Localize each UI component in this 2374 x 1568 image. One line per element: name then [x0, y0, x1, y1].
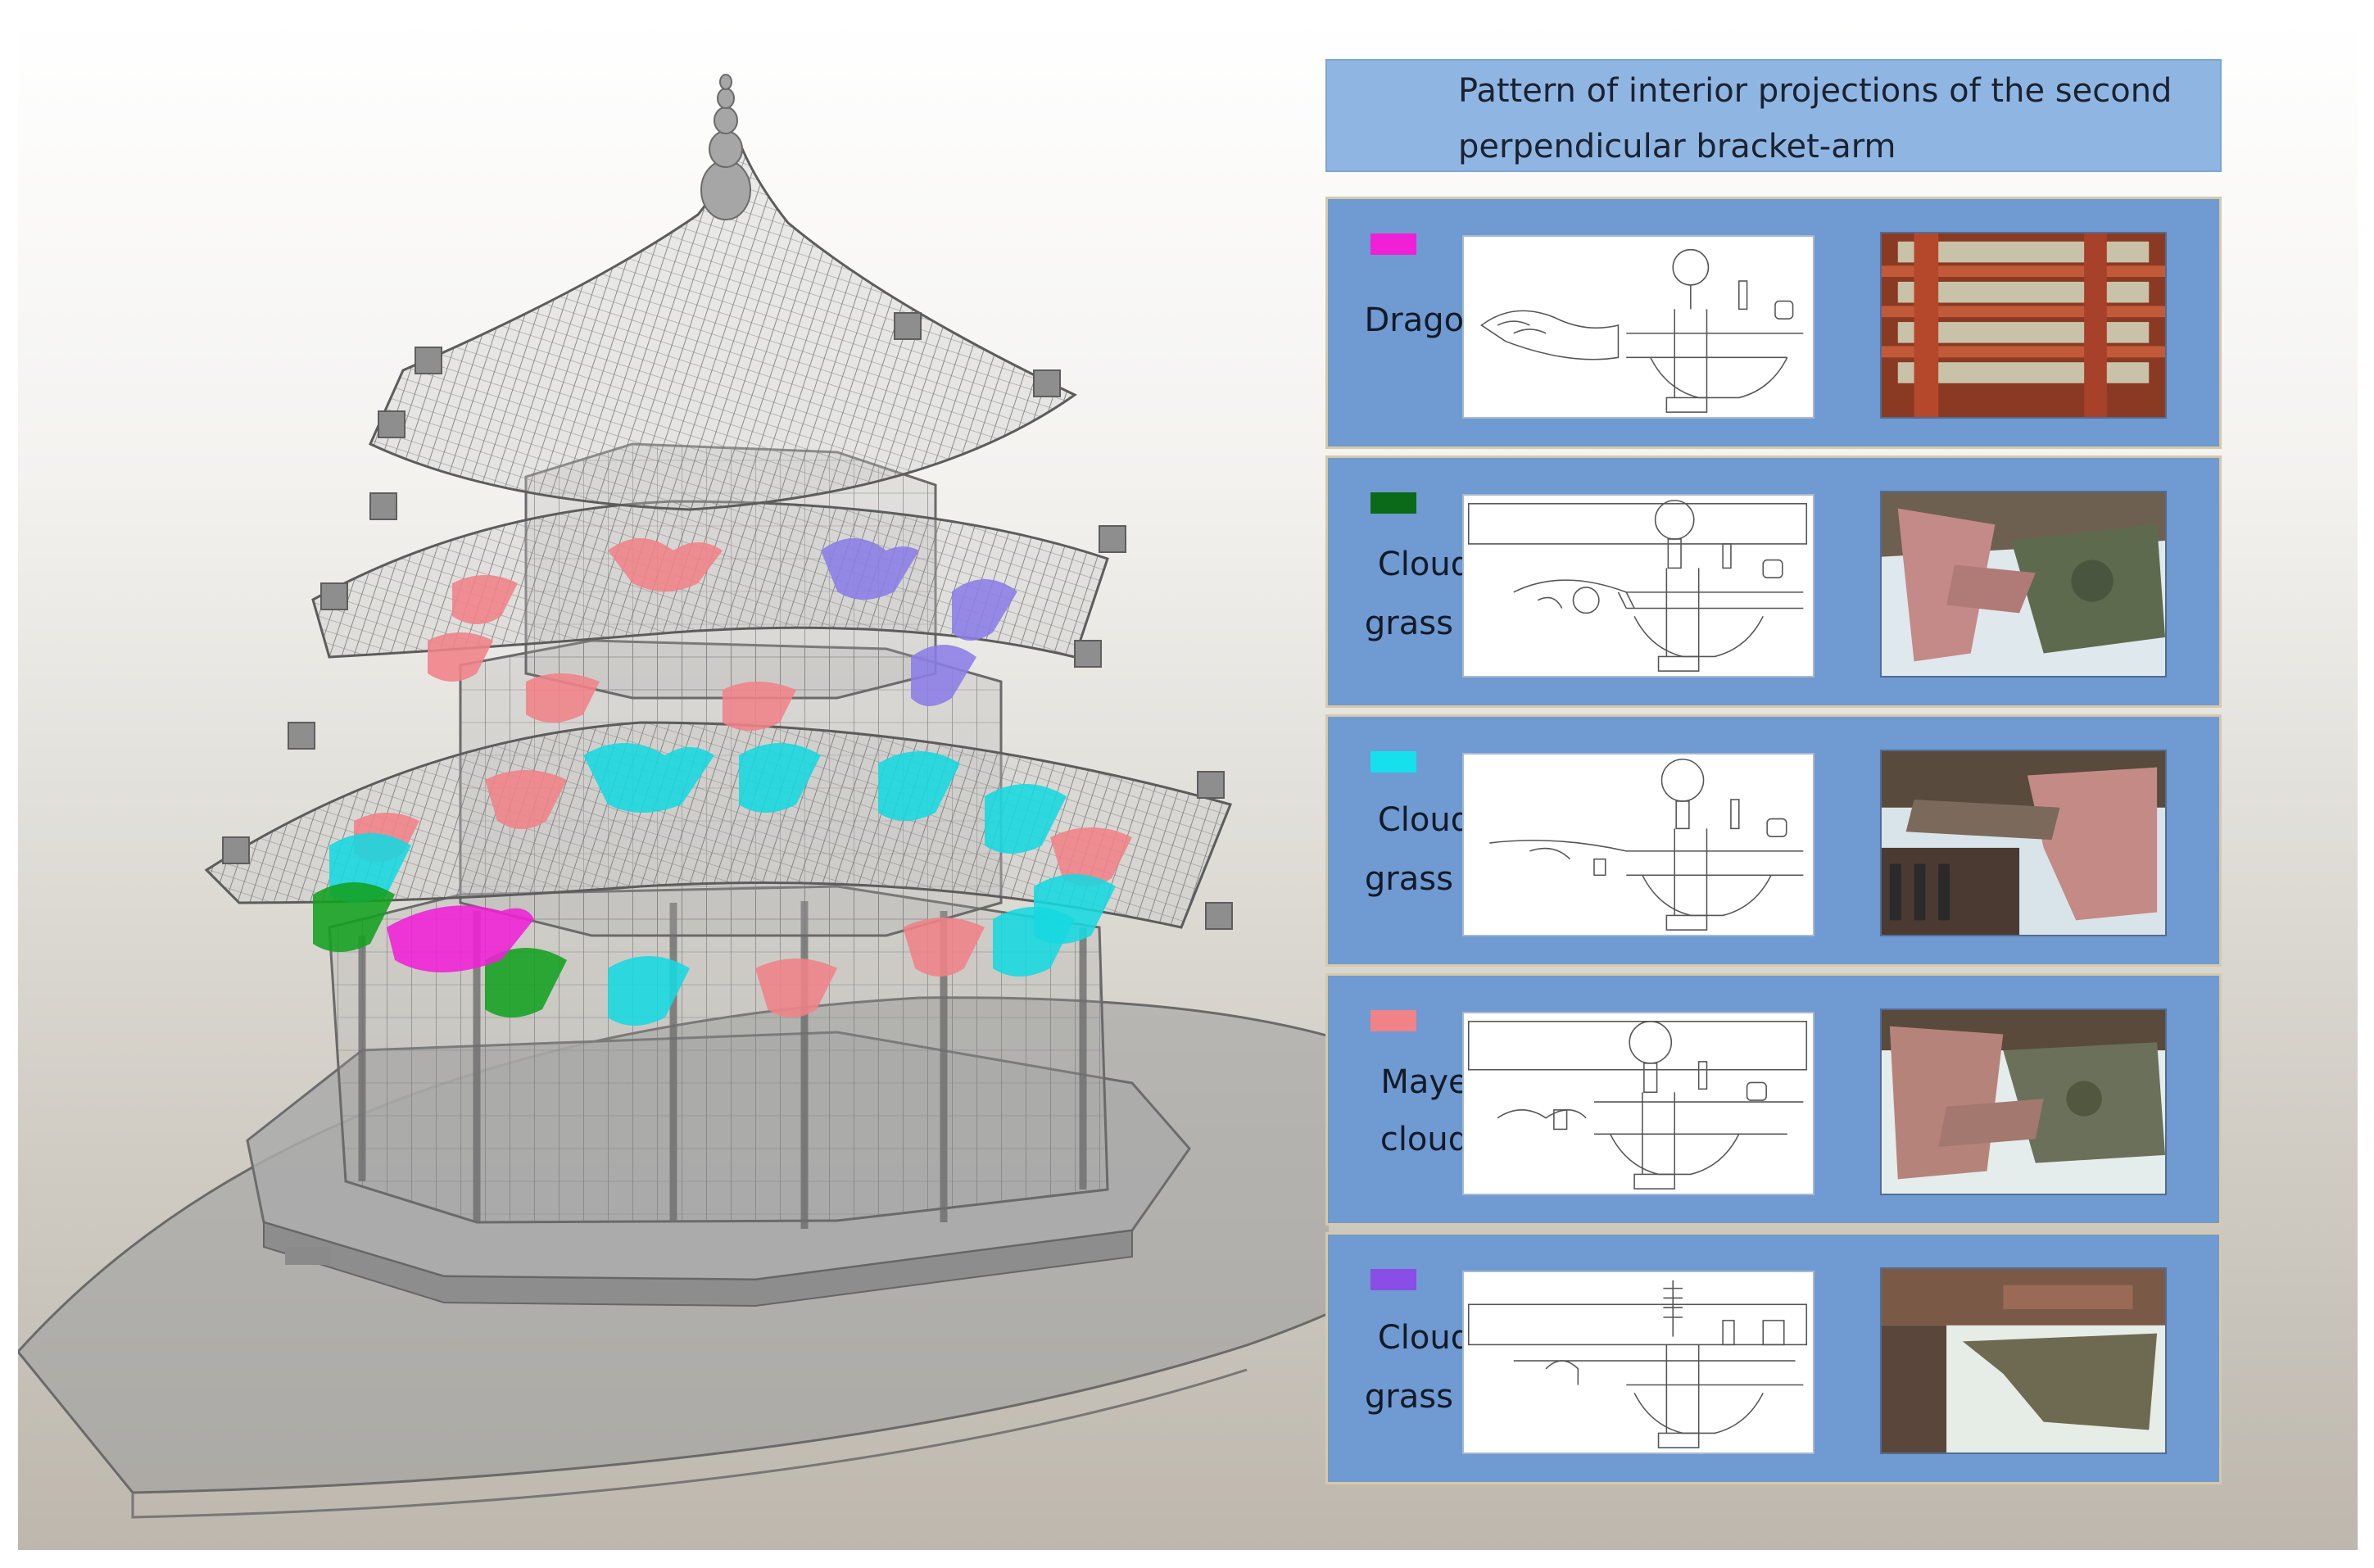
figure-scene: Pattern of interior projections of the s…	[18, 18, 2358, 1550]
lower-eave-roof	[204, 721, 1233, 929]
legend-row-maye-cloud: Maye cloud	[1325, 973, 2222, 1226]
legend-swatch	[1370, 1269, 1416, 1290]
legend-swatch	[1370, 751, 1416, 773]
panel-title-line-2: perpendicular bracket-arm	[1458, 128, 1896, 165]
legend-row-cloud-grass-3: Cloud grass 3	[1325, 1232, 2222, 1484]
panel-header: Pattern of interior projections of the s…	[1325, 59, 2222, 172]
legend-label: Maye	[1380, 1063, 1469, 1101]
legend-swatch	[1370, 1010, 1416, 1031]
bracket-photo-cloud-grass-2	[1880, 750, 2167, 936]
legend-row-cloud-grass-2: Cloud grass 2	[1325, 714, 2222, 967]
legend-label: Cloud	[1377, 801, 1472, 839]
bracket-photo-cloud-grass-3	[1880, 1267, 2167, 1454]
bracket-drawing-cloud-grass-3	[1462, 1271, 1814, 1454]
panel-title-line-1: Pattern of interior projections of the s…	[1458, 72, 2172, 110]
bracket-drawing-cloud-grass-2	[1462, 753, 1814, 936]
legend-label: Cloud	[1377, 1319, 1472, 1357]
legend-row-cloud-grass-1: Cloud grass 1	[1325, 455, 2222, 708]
bracket-drawing-dragon	[1462, 235, 1814, 419]
bracket-photo-cloud-grass-1	[1880, 491, 2167, 678]
legend-swatch	[1370, 492, 1416, 514]
bracket-photo-maye-cloud	[1880, 1008, 2167, 1195]
bracket-photo-dragon	[1880, 232, 2167, 419]
legend-row-dragon: Dragon	[1325, 197, 2222, 449]
legend-label: Cloud	[1377, 546, 1472, 583]
roof-finial	[700, 74, 751, 220]
bracket-drawing-cloud-grass-1	[1462, 494, 1814, 678]
legend-swatch	[1370, 233, 1416, 255]
bracket-drawing-maye-cloud	[1462, 1012, 1814, 1195]
legend-label: cloud	[1380, 1121, 1470, 1158]
middle-eave-roof	[311, 500, 1109, 659]
pavilion-3d-model	[18, 74, 1329, 1519]
top-roof	[369, 137, 1077, 511]
